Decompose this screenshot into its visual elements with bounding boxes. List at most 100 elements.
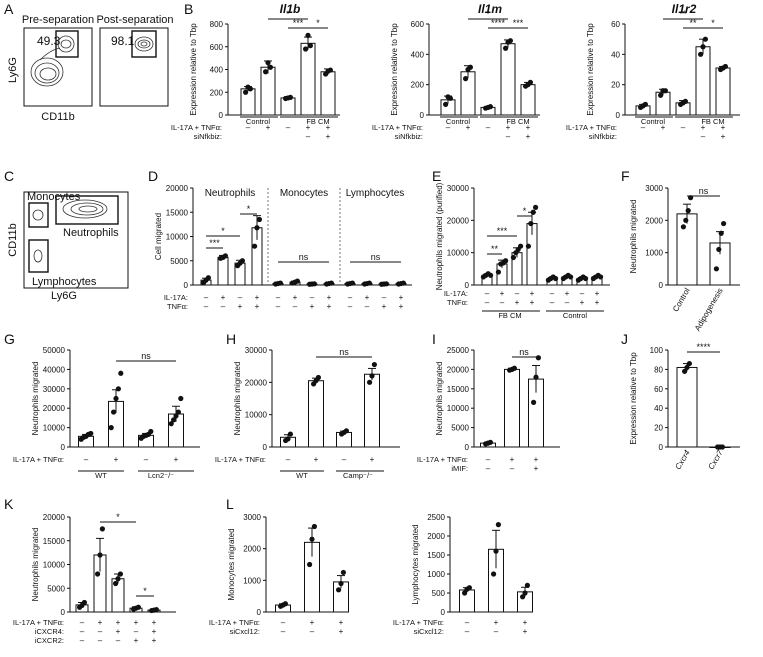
- data-point: [369, 373, 375, 379]
- significance-label: ns: [519, 347, 529, 357]
- row-symbol: +: [326, 132, 331, 141]
- row-symbol: +: [382, 302, 387, 311]
- flow-c-ylabel: CD11b: [7, 223, 19, 256]
- y-tick-label: 0: [219, 111, 224, 120]
- y-axis-label: Expression relative to Tbp: [629, 352, 638, 445]
- data-point: [583, 275, 589, 282]
- group-label: Control: [641, 117, 666, 126]
- y-tick-label: 10000: [166, 233, 189, 242]
- row-symbol: +: [326, 123, 331, 132]
- panel-letter-k: K: [4, 496, 14, 512]
- data-point: [658, 92, 664, 98]
- data-point: [117, 571, 123, 577]
- data-point: [256, 216, 262, 223]
- data-point: [307, 43, 313, 49]
- row-symbol: –: [446, 123, 451, 132]
- row-symbol: –: [246, 123, 251, 132]
- significance-label: *: [486, 9, 490, 19]
- row-symbol: +: [526, 132, 531, 141]
- y-tick-label: 0: [61, 443, 66, 452]
- flow-a-post-frame: [99, 27, 169, 107]
- data-point: [535, 355, 542, 361]
- row-symbol: +: [134, 636, 139, 645]
- group-label: FB CM: [506, 117, 529, 126]
- panel-letter-i: I: [432, 331, 436, 347]
- data-point: [111, 409, 117, 415]
- row-symbol: –: [310, 627, 315, 636]
- data-point: [282, 601, 288, 607]
- significance-label: ****: [491, 18, 506, 28]
- row-symbol: +: [506, 123, 511, 132]
- group-label: FB CM: [498, 311, 521, 320]
- y-tick-label: 40: [611, 50, 620, 59]
- row-symbol: +: [500, 289, 505, 298]
- row-symbol: –: [486, 123, 491, 132]
- data-point: [507, 38, 513, 44]
- flow-plot-c: Monocytes Neutrophils Lymphocytes Ly6G C…: [7, 191, 129, 302]
- row-symbol: +: [466, 123, 471, 132]
- y-tick-label: 15000: [447, 385, 470, 394]
- y-tick-label: 10000: [43, 424, 66, 433]
- panel-letter-b: B: [184, 1, 193, 17]
- data-point: [327, 67, 333, 73]
- x-tick-label: Cxcr7: [706, 448, 725, 471]
- data-point: [277, 280, 283, 286]
- significance-label: *: [316, 18, 320, 28]
- row-label: siNfkbiz:: [395, 132, 423, 141]
- bar: [260, 66, 276, 116]
- flow-c-monocyte-gate: [28, 202, 49, 228]
- data-point: [349, 280, 355, 286]
- data-point: [263, 69, 269, 75]
- data-point: [287, 94, 293, 100]
- y-axis-label: Lymphocytes migrated: [411, 524, 420, 604]
- row-symbol: +: [701, 123, 706, 132]
- y-tick-label: 2000: [243, 545, 261, 554]
- y-tick-label: 40: [654, 404, 663, 413]
- row-symbol: –: [221, 302, 226, 311]
- row-symbol: +: [174, 455, 179, 464]
- y-tick-label: 2000: [427, 532, 445, 541]
- y-axis-label: Neutrophils migrated (purified): [435, 182, 444, 290]
- flow-c-frame: [23, 191, 129, 289]
- y-tick-label: 0: [616, 111, 621, 120]
- data-point: [700, 44, 706, 50]
- data-point: [135, 604, 141, 610]
- row-symbol: +: [526, 123, 531, 132]
- data-point: [153, 607, 159, 613]
- data-point: [173, 413, 179, 419]
- row-symbol: –: [681, 123, 686, 132]
- row-symbol: +: [534, 455, 539, 464]
- y-axis-label: Neutrophils migrated: [233, 362, 242, 436]
- row-symbol: +: [534, 464, 539, 473]
- data-point: [686, 360, 693, 367]
- y-tick-label: 3000: [243, 513, 261, 522]
- data-point: [81, 599, 87, 606]
- y-tick-label: 2000: [645, 216, 663, 225]
- data-point: [713, 266, 720, 272]
- row-symbol: +: [327, 302, 332, 311]
- row-symbol: –: [310, 293, 315, 302]
- flow-a-ylabel: Ly6G: [7, 57, 19, 83]
- data-point: [338, 580, 344, 587]
- y-tick-label: 200: [210, 88, 224, 97]
- y-tick-label: 5000: [451, 424, 469, 433]
- data-point: [252, 243, 258, 249]
- y-tick-label: 20000: [43, 513, 66, 522]
- significance-label: **: [491, 244, 499, 254]
- data-point: [462, 590, 468, 596]
- y-tick-label: 20000: [245, 378, 268, 387]
- row-label: TNFα:: [167, 302, 188, 311]
- row-symbol: –: [506, 132, 511, 141]
- significance-label: ***: [209, 238, 220, 248]
- flow-a-post-contours: [134, 36, 154, 52]
- row-symbol: +: [523, 627, 528, 636]
- row-symbol: –: [580, 289, 585, 298]
- row-symbol: +: [152, 627, 157, 636]
- row-symbol: +: [510, 455, 515, 464]
- data-point: [113, 580, 119, 587]
